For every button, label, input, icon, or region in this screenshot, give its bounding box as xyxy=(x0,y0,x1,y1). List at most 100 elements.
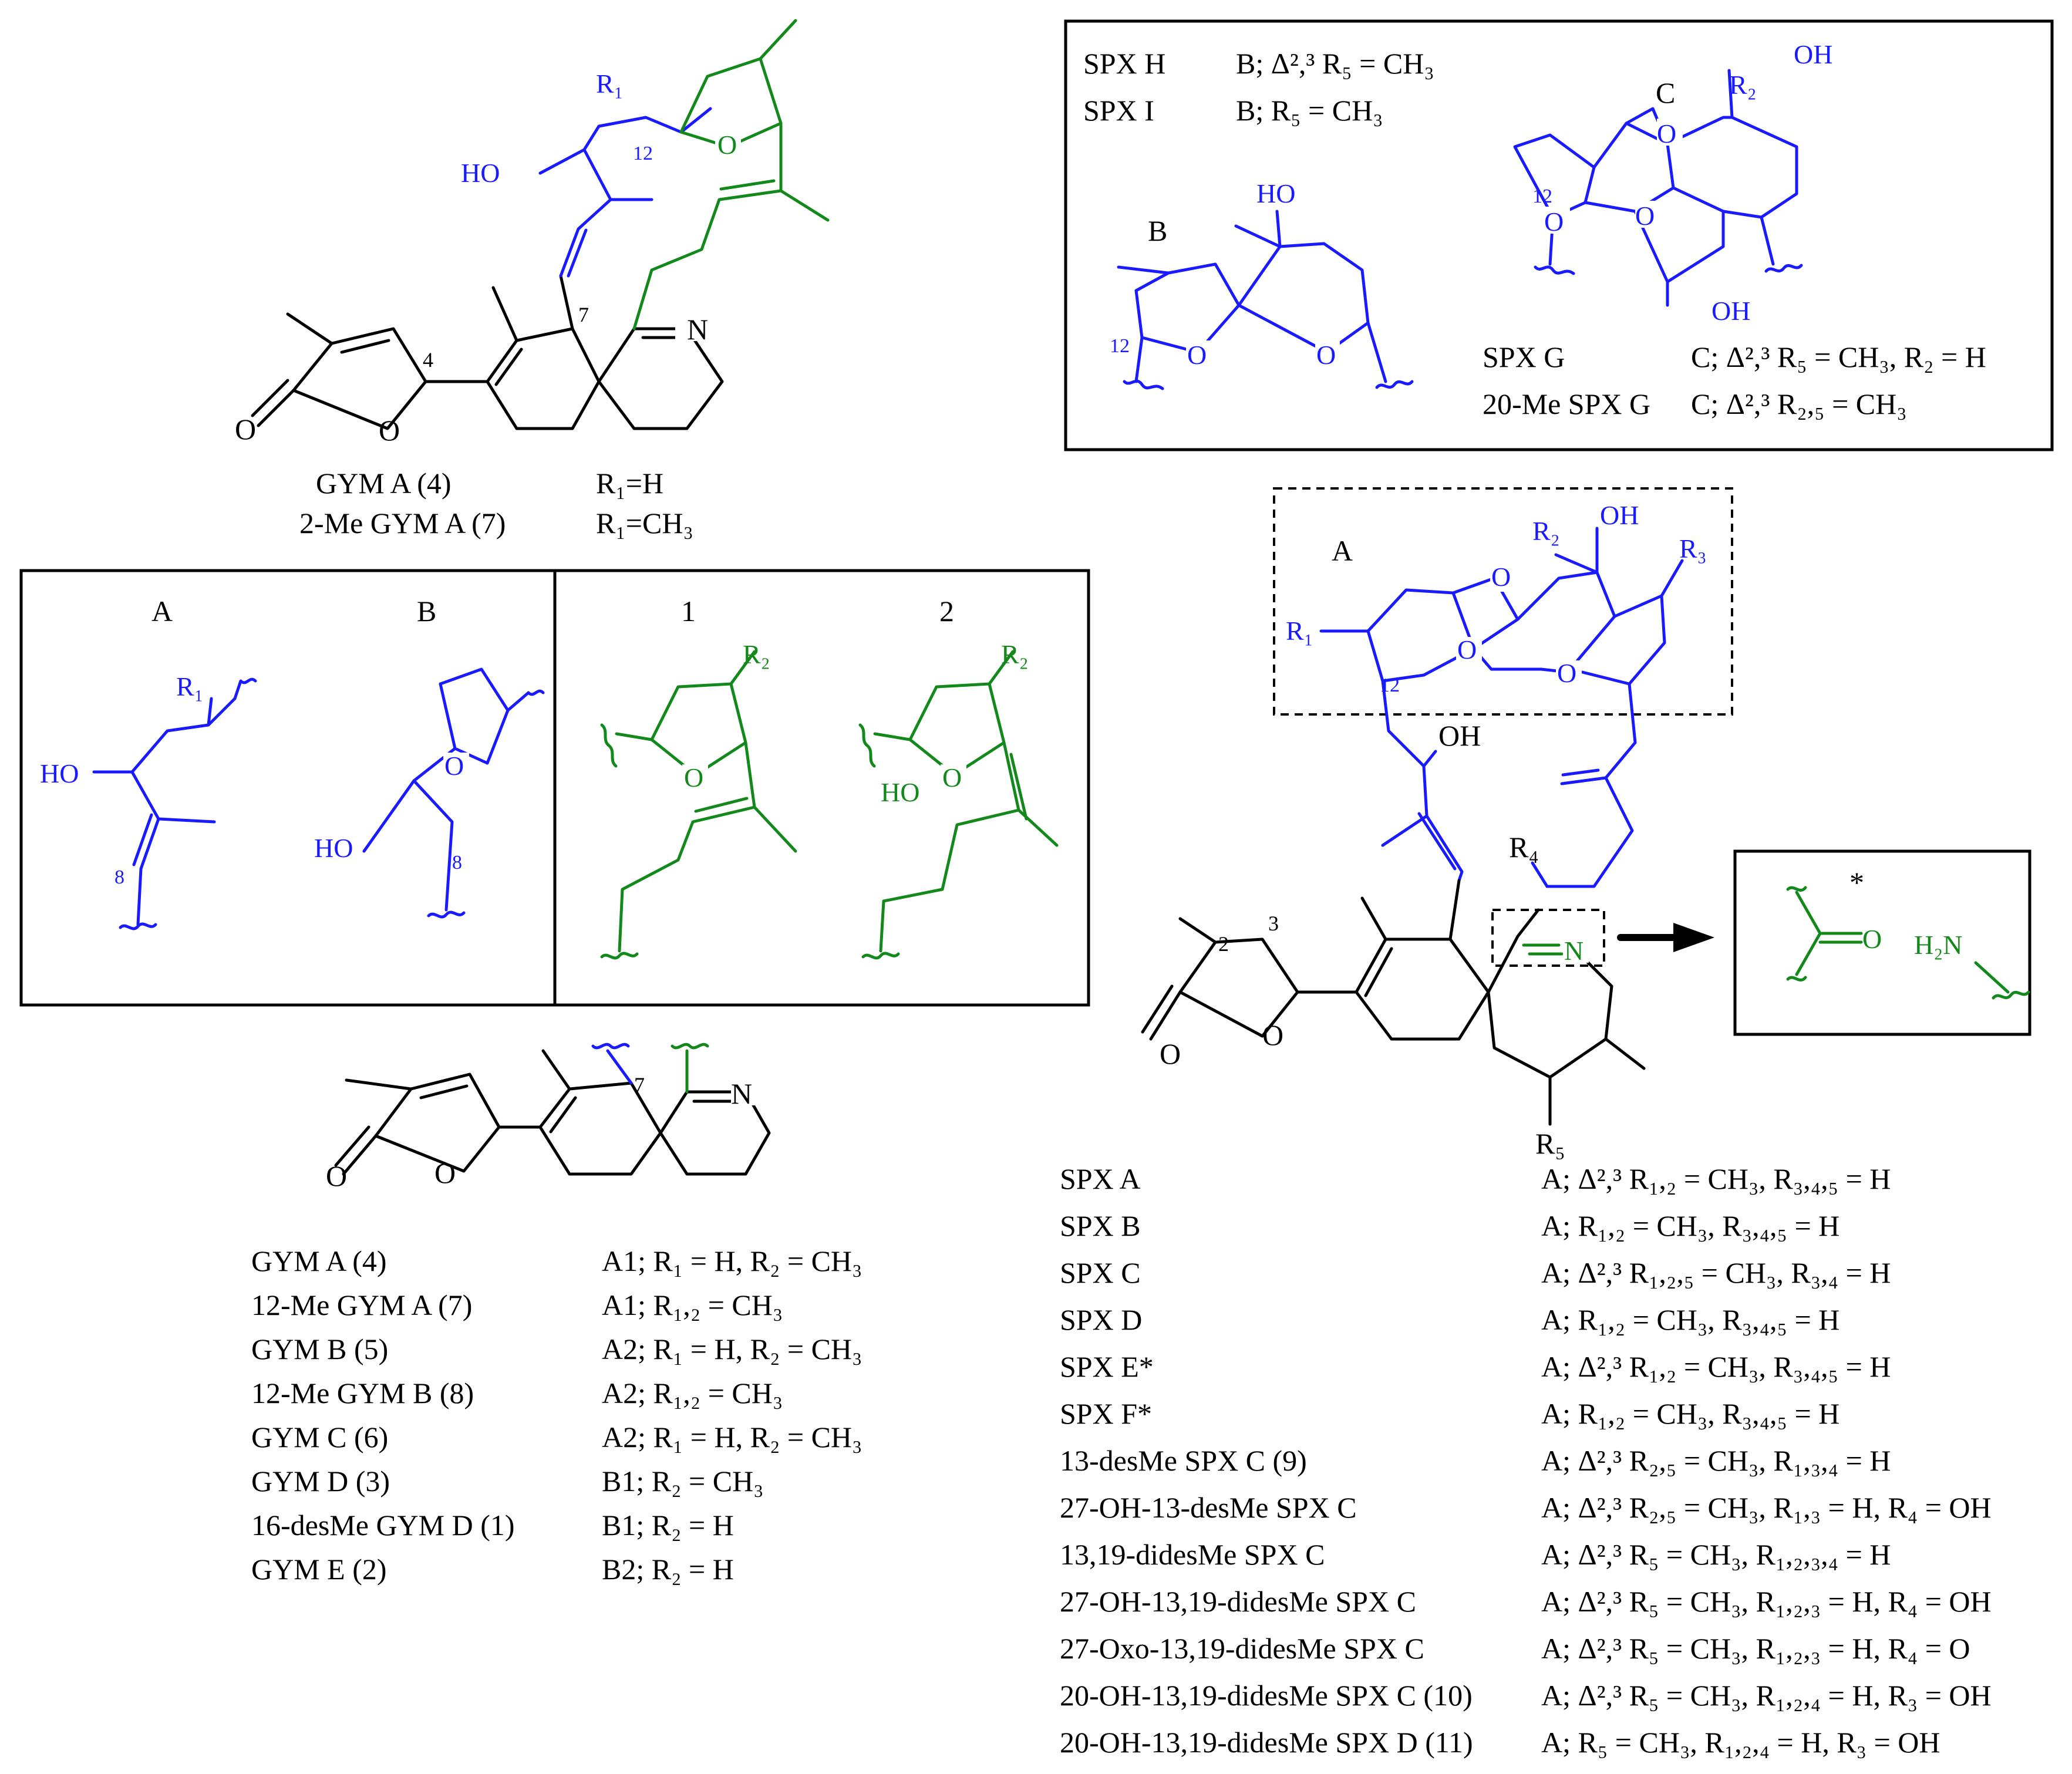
ho-gym-frag-2: HO xyxy=(881,777,919,807)
gym-top-legend-name-1: GYM A (4) xyxy=(316,467,452,500)
label-2-gym-box: 2 xyxy=(939,595,954,628)
spx-table-sub-9: A; Δ²,³ R₅ = CH₃, R₁,₂,₃,₄ = H xyxy=(1541,1538,1891,1571)
gym-table-sub-1: A1; R₁ = H, R₂ = CH₃ xyxy=(602,1245,862,1277)
gym-table-sub-3: A2; R₁ = H, R₂ = CH₃ xyxy=(602,1333,862,1365)
r2-spx: R₂ xyxy=(1532,516,1560,546)
gym-fragment-2 xyxy=(858,650,1059,960)
atom-o-carbonyl-box: O xyxy=(1862,924,1882,954)
spx-table-sub-7: A; Δ²,³ R₂,₅ = CH₃, R₁,₃,₄ = H xyxy=(1541,1444,1891,1477)
label-b-spx-box: B xyxy=(1148,214,1167,247)
gym-table-sub-6: B1; R₂ = CH₃ xyxy=(602,1465,764,1498)
spx-table-sub-11: A; Δ²,³ R₅ = CH₃, R₁,₂,₃ = H, R₄ = O xyxy=(1541,1632,1970,1665)
spx-fragment-c xyxy=(1513,69,1803,307)
ho-gym-frag-b: HO xyxy=(314,833,353,863)
spx-table-name-13: 20-OH-13,19-didesMe SPX D (11) xyxy=(1060,1726,1473,1759)
locant-7-gym-a: 7 xyxy=(578,303,589,326)
spx-table-sub-1: A; Δ²,³ R₁,₂ = CH₃, R₃,₄,₅ = H xyxy=(1541,1162,1891,1195)
spx-box-legend-sub-2: B; R₅ = CH₃ xyxy=(1236,94,1383,127)
gym-fragment-1 xyxy=(600,650,797,960)
arrow-right xyxy=(1617,923,1714,952)
spx-core-structure xyxy=(1141,879,1646,1126)
atom-o-gym-a-ring: O xyxy=(379,414,400,447)
r3-spx: R₃ xyxy=(1679,534,1707,564)
r2-fragment-c: R₂ xyxy=(1729,70,1757,100)
atom-o-b2: O xyxy=(1316,340,1336,370)
locant-3-spx: 3 xyxy=(1268,912,1279,935)
spx-table-name-1: SPX A xyxy=(1060,1162,1141,1195)
atom-o-gym-a-thf: O xyxy=(717,130,737,160)
atom-o-gym-frag-2: O xyxy=(942,763,962,792)
gym-top-legend-sub-1: R₁=H xyxy=(596,467,663,500)
spx-table-sub-10: A; Δ²,³ R₅ = CH₃, R₁,₂,₃ = H, R₄ = OH xyxy=(1541,1585,1992,1618)
atom-o-spx-1: O xyxy=(1491,562,1511,592)
carbonyl-amine-box xyxy=(1733,849,2031,1036)
atom-o-gym-core-ring: O xyxy=(434,1156,456,1189)
spx-table-name-8: 27-OH-13-desMe SPX C xyxy=(1060,1491,1357,1524)
gym-table-sub-7: B1; R₂ = H xyxy=(602,1509,734,1542)
gym-table-sub-4: A2; R₁,₂ = CH₃ xyxy=(602,1377,783,1409)
r5-spx: R₅ xyxy=(1535,1127,1565,1160)
r1-spx: R₁ xyxy=(1286,616,1313,646)
r1-gym-a: R₁ xyxy=(596,69,624,99)
locant-12-gym-a: 12 xyxy=(633,143,653,164)
carbonyl-fragment xyxy=(1786,886,2030,1000)
spx-substructure-box xyxy=(1064,19,2054,451)
gym-table-name-7: 16-desMe GYM D (1) xyxy=(251,1509,515,1542)
spx-table-name-2: SPX B xyxy=(1060,1209,1141,1242)
gym-fragment-b xyxy=(362,667,545,919)
gym-table-name-4: 12-Me GYM B (8) xyxy=(251,1377,474,1409)
spx-table-name-10: 27-OH-13,19-didesMe SPX C xyxy=(1060,1585,1416,1618)
locant-4-gym-a: 4 xyxy=(423,348,433,372)
spx-table-sub-5: A; Δ²,³ R₁,₂ = CH₃, R₃,₄,₅ = H xyxy=(1541,1350,1891,1383)
locant-12-frag-b: 12 xyxy=(1110,335,1130,357)
spx-table-name-9: 13,19-didesMe SPX C xyxy=(1060,1538,1325,1571)
gym-table-sub-2: A1; R₁,₂ = CH₃ xyxy=(602,1289,783,1321)
gym-top-legend-name-2: 2-Me GYM A (7) xyxy=(299,507,506,539)
label-1-gym-box: 1 xyxy=(681,595,696,628)
gym-table-sub-5: A2; R₁ = H, R₂ = CH₃ xyxy=(602,1421,862,1453)
gym-table: GYM A (4) A1; R₁ = H, R₂ = CH₃ 12-Me GYM… xyxy=(251,1245,862,1586)
gym-table-name-5: GYM C (6) xyxy=(251,1421,388,1453)
spx-box-legend-sub-4: C; Δ²,³ R₂,₅ = CH₃ xyxy=(1691,387,1907,420)
spx-box-legend-name-1: SPX H xyxy=(1083,47,1165,80)
gym-table-name-1: GYM A (4) xyxy=(251,1245,387,1277)
spx-table-name-7: 13-desMe SPX C (9) xyxy=(1060,1444,1307,1477)
spx-box-legend-name-4: 20-Me SPX G xyxy=(1483,387,1650,420)
spx-table-name-3: SPX C xyxy=(1060,1256,1141,1289)
spx-box-legend-name-2: SPX I xyxy=(1083,94,1154,127)
oh-fragment-c-bottom: OH xyxy=(1711,296,1750,326)
spx-table-name-11: 27-Oxo-13,19-didesMe SPX C xyxy=(1060,1632,1424,1665)
spx-fragment-b xyxy=(1117,210,1414,390)
spx-table-name-5: SPX E* xyxy=(1060,1350,1154,1383)
r4-spx: R₄ xyxy=(1509,831,1539,864)
atom-o-b1: O xyxy=(1187,340,1207,370)
spx-table: SPX A A; Δ²,³ R₁,₂ = CH₃, R₃,₄,₅ = H SPX… xyxy=(1060,1162,1992,1759)
atom-n-gym-core: N xyxy=(731,1077,752,1110)
gym-table-name-3: GYM B (5) xyxy=(251,1333,388,1365)
gym-fragment-a xyxy=(92,677,257,930)
atom-o-gym-frag-b: O xyxy=(444,751,464,781)
spx-box-legend-sub-3: C; Δ²,³ R₅ = CH₃, R₂ = H xyxy=(1691,340,1986,373)
spx-box-legend-sub-1: B; Δ²,³ R₅ = CH₃ xyxy=(1236,47,1434,80)
spx-spiro-ring-system xyxy=(1319,527,1684,888)
spx-table-sub-2: A; R₁,₂ = CH₃, R₃,₄,₅ = H xyxy=(1541,1209,1839,1242)
spx-table-sub-8: A; Δ²,³ R₂,₅ = CH₃, R₁,₃ = H, R₄ = OH xyxy=(1541,1491,1992,1524)
atom-o-spx-3: O xyxy=(1557,658,1576,688)
spx-table-name-12: 20-OH-13,19-didesMe SPX C (10) xyxy=(1060,1679,1473,1712)
spx-table-sub-13: A; R₅ = CH₃, R₁,₂,₄ = H, R₃ = OH xyxy=(1541,1726,1940,1759)
spx-table-sub-6: A; R₁,₂ = CH₃, R₃,₄,₅ = H xyxy=(1541,1397,1839,1430)
atom-n-spx: N xyxy=(1564,936,1584,966)
locant-8-frag-b: 8 xyxy=(452,852,462,873)
gym-table-name-2: 12-Me GYM A (7) xyxy=(251,1289,472,1321)
atom-o-spx-2: O xyxy=(1457,635,1477,665)
spx-box-legend-name-3: SPX G xyxy=(1483,340,1565,373)
spx-table-name-6: SPX F* xyxy=(1060,1397,1152,1430)
locant-12-spx: 12 xyxy=(1380,674,1400,696)
oh-spx-top: OH xyxy=(1600,500,1639,530)
spx-table-sub-12: A; Δ²,³ R₅ = CH₃, R₁,₂,₄ = H, R₃ = OH xyxy=(1541,1679,1992,1712)
r2-gym-frag-1: R₂ xyxy=(743,639,770,669)
gym-table-name-6: GYM D (3) xyxy=(251,1465,390,1498)
label-b-gym-box: B xyxy=(417,595,436,628)
gym-top-legend-sub-2: R₁=CH₃ xyxy=(596,507,693,539)
